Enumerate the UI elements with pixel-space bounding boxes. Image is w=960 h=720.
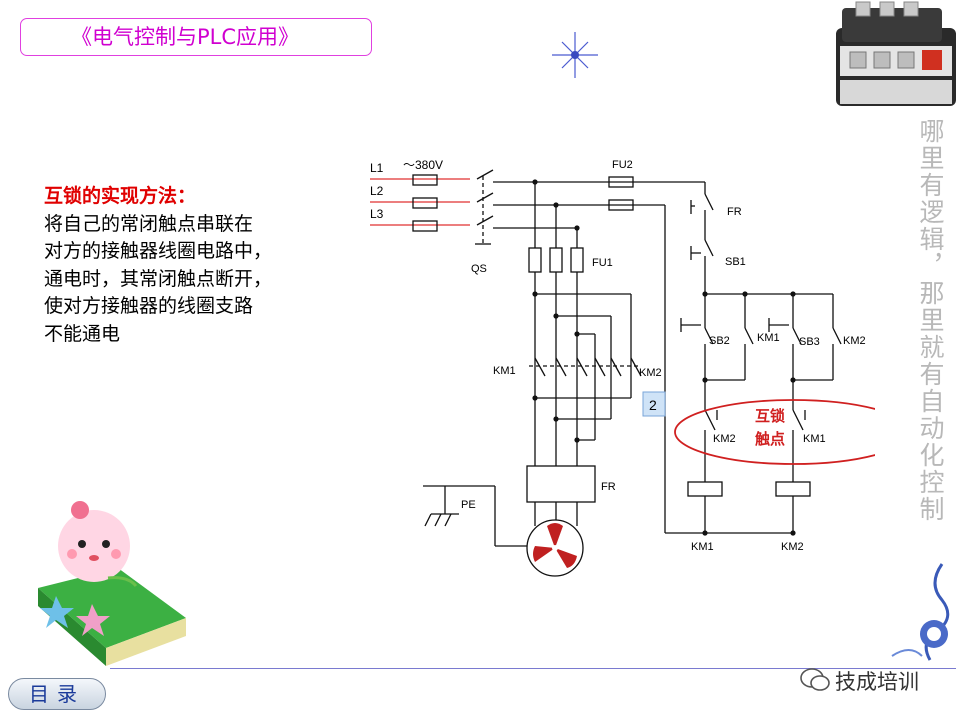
km1-interlock-label: KM1	[803, 433, 826, 445]
sb1-label: SB1	[725, 256, 746, 268]
explanation-line: 使对方接触器的线圈支路	[44, 295, 254, 317]
km2-main-label: KM2	[639, 367, 662, 379]
interlock-callout-line2: 触点	[755, 430, 785, 448]
pe-label: PE	[461, 499, 476, 511]
sparkle-icon	[552, 32, 598, 78]
mascot-image	[38, 501, 186, 666]
km1-main-label: KM1	[493, 365, 516, 377]
interlock-explanation: 互锁的实现方法： 将自己的常闭触点串联在 对方的接触器线圈电路中， 通电时，其常…	[44, 183, 344, 348]
sb3-label: SB3	[799, 336, 820, 348]
motor-fan-icon	[533, 523, 577, 568]
km1-hold-label: KM1	[757, 332, 780, 344]
table-of-contents-button[interactable]: 目录	[8, 678, 106, 710]
thermal-relay-image	[836, 1, 956, 106]
vertical-slogan: 哪里有逻辑，那里就有自动化控制	[916, 118, 945, 523]
chat-bubble-icon	[800, 668, 830, 691]
explanation-line: 将自己的常闭触点串联在	[44, 212, 254, 235]
coil-km1-label: KM1	[691, 541, 714, 553]
sb2-label: SB2	[709, 335, 730, 347]
interlock-circuit-diagram: L1 L2 L3 ～380V QS FU1 FU2 FR FR SB1 SB2 …	[370, 158, 875, 577]
explanation-line: 不能通电	[44, 322, 121, 345]
watermark-text: 技成培训	[835, 670, 919, 694]
decorative-swirl-icon	[891, 563, 950, 661]
watermark: 技成培训	[800, 662, 950, 696]
phase-label: L1	[370, 161, 384, 175]
explanation-line: 通电时，其常闭触点断开，	[44, 267, 273, 290]
qs-label: QS	[471, 263, 487, 275]
explanation-line: 对方的接触器线圈电路中，	[44, 240, 273, 262]
phase-label: L3	[370, 207, 384, 221]
fu1-label: FU1	[592, 257, 613, 269]
course-title: 《电气控制与PLC应用》	[20, 18, 372, 56]
explanation-heading: 互锁的实现方法：	[44, 185, 197, 207]
phase-label: L2	[370, 184, 384, 198]
interlock-callout-line1: 互锁	[755, 407, 785, 425]
km2-hold-label: KM2	[843, 335, 866, 347]
coil-km2-label: KM2	[781, 541, 804, 553]
fu2-label: FU2	[612, 159, 633, 171]
fr-main-label: FR	[601, 481, 616, 493]
voltage-label: ～380V	[403, 158, 443, 172]
fr-control-label: FR	[727, 206, 742, 218]
badge-number: 2	[649, 397, 657, 413]
footer-divider	[110, 668, 956, 669]
km2-interlock-label: KM2	[713, 433, 736, 445]
